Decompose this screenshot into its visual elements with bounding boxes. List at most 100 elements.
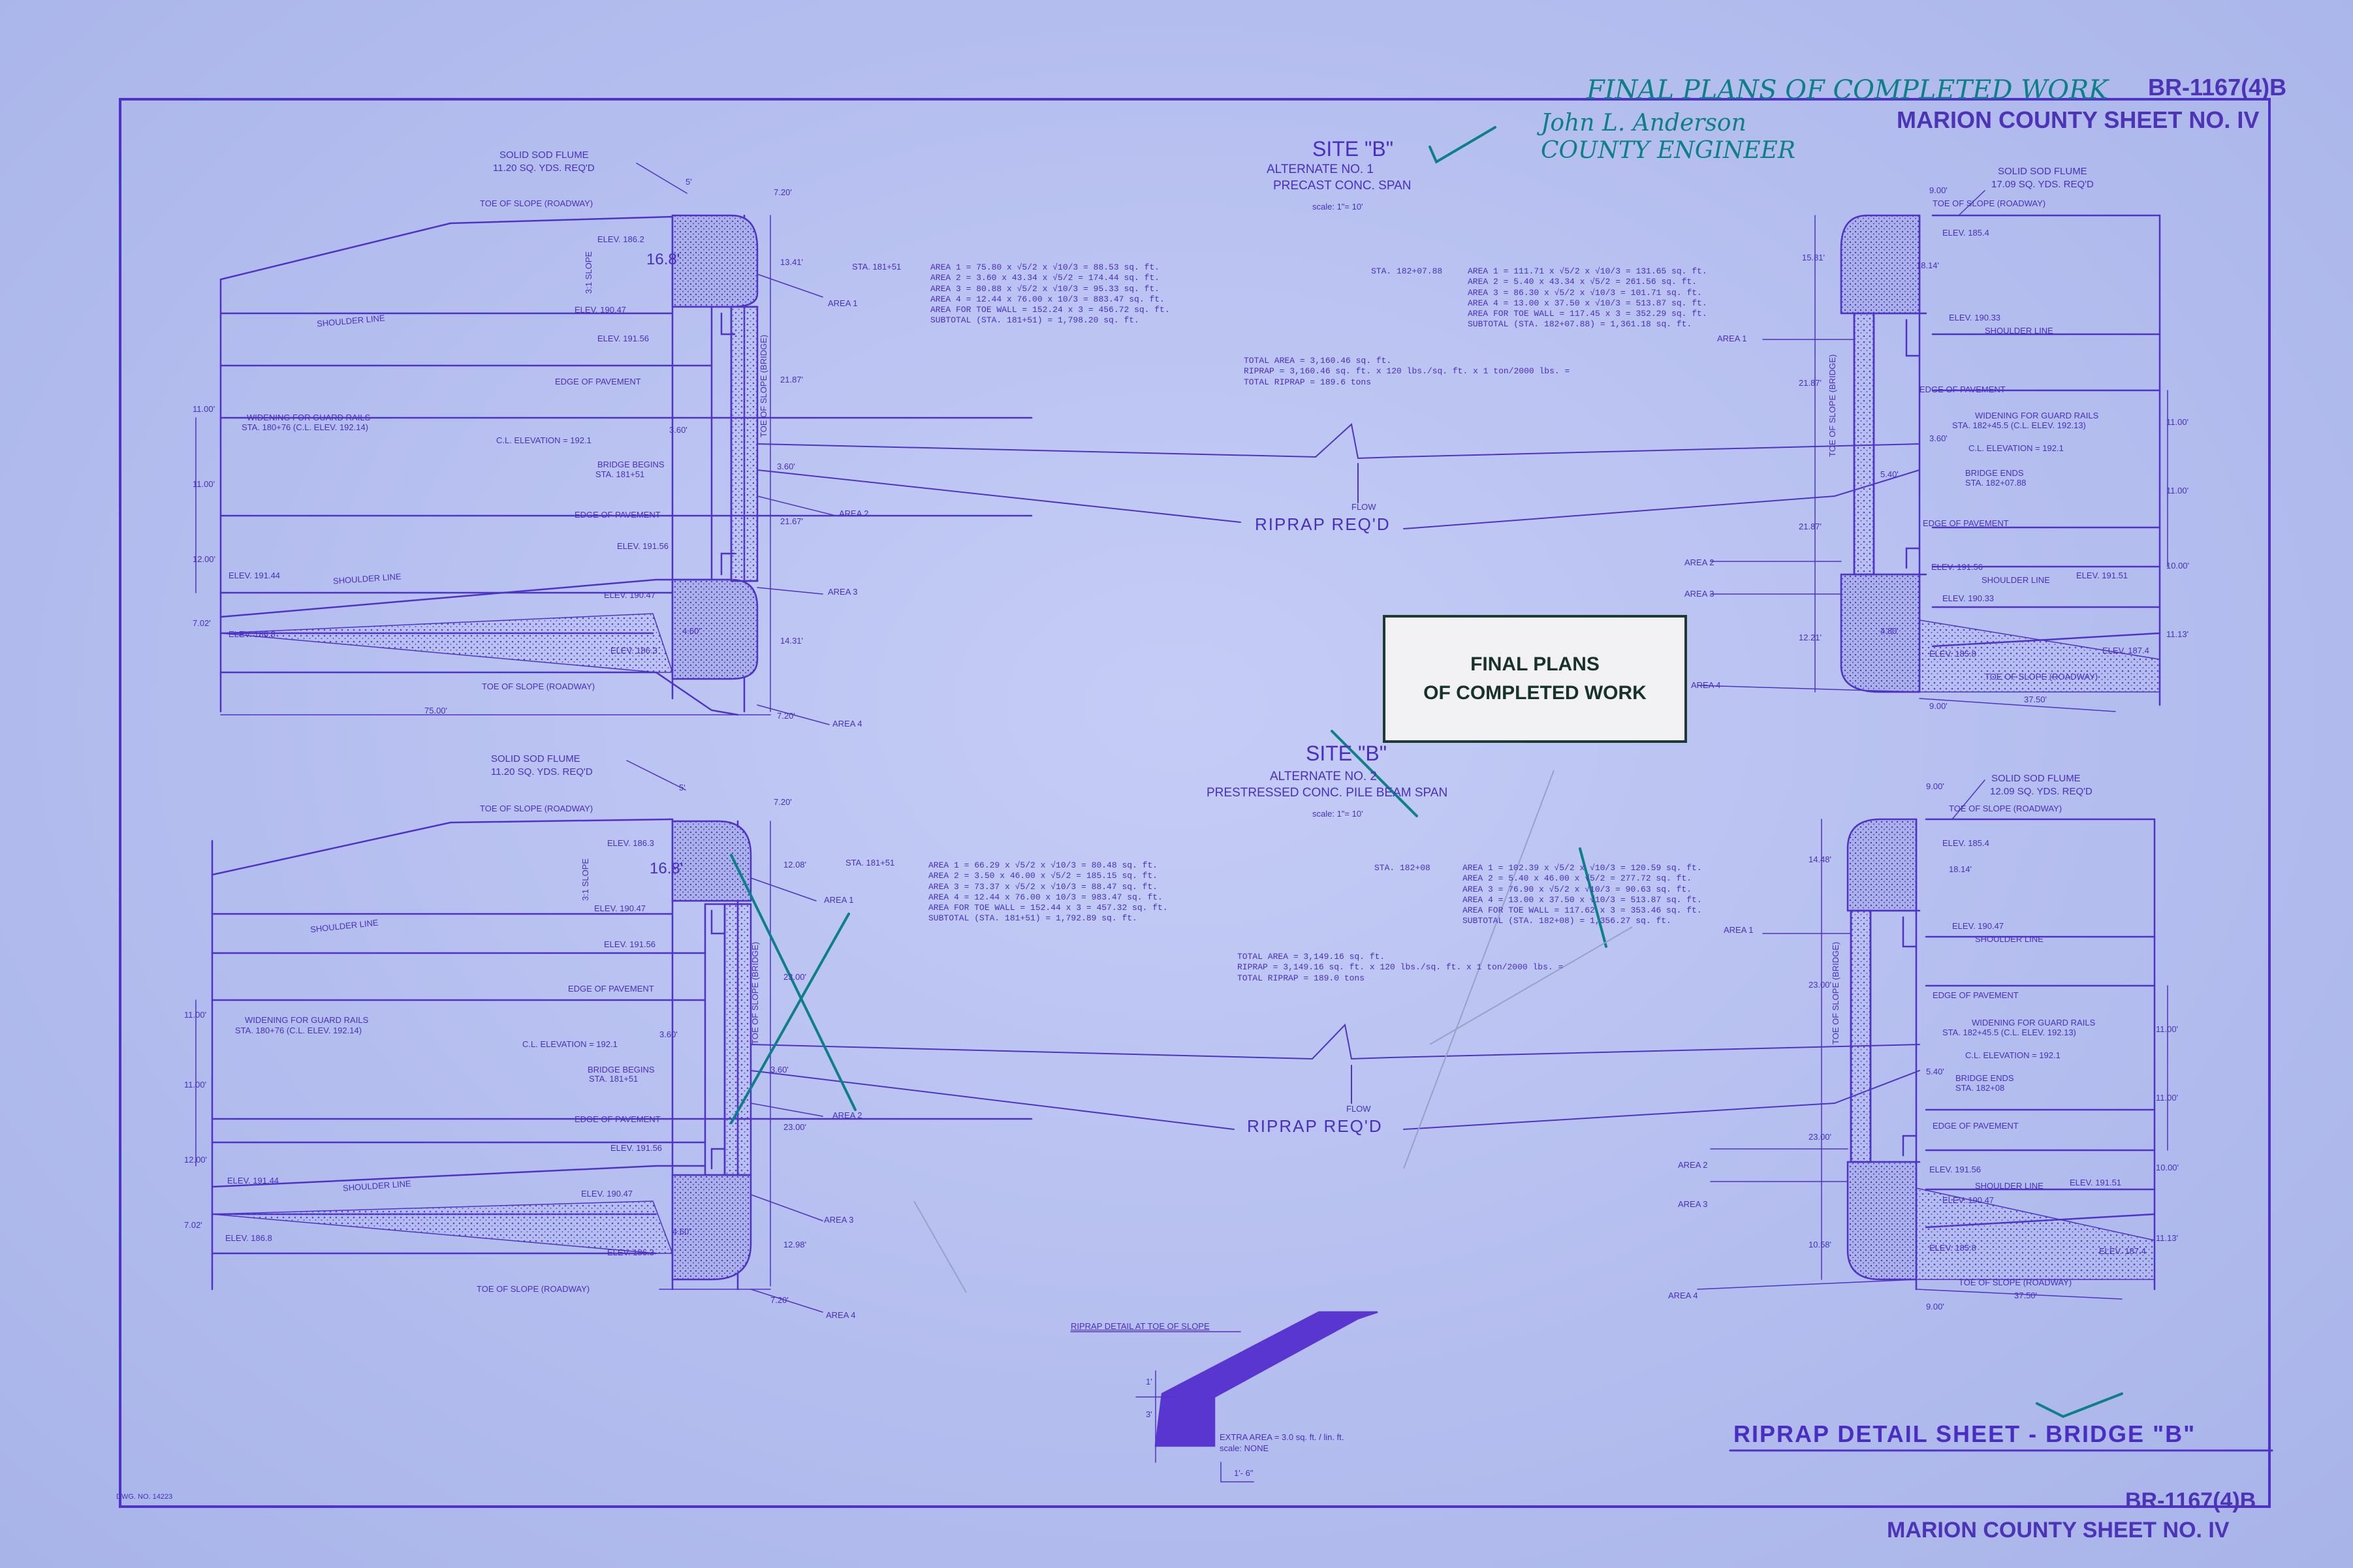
alt1-left-toe-top: TOE OF SLOPE (ROADWAY): [480, 198, 593, 208]
alt2-total-riprap-calc: RIPRAP = 3,149.16 sq. ft. x 120 lbs./sq.…: [1237, 962, 1564, 973]
alt1-right-bridge-ends-sta: STA. 182+07.88: [1965, 478, 2027, 488]
alt1-left-edge-pav-top: EDGE OF PAVEMENT: [555, 377, 641, 386]
alt2-left-dim-360a: 3.60': [659, 1029, 678, 1039]
alt1-right-elev-1858: ELEV. 185.8: [1929, 649, 1976, 659]
alt2-right-dim-1000: 10.00': [2156, 1163, 2179, 1172]
alt1-left-elev-19047: ELEV. 190.47: [575, 305, 627, 315]
alt2-right-dim-1100b: 11.00': [2156, 1093, 2179, 1103]
alt2-left-elev-19144: ELEV. 191.44: [227, 1176, 279, 1185]
alt2-right-bridge-ends-sta: STA. 182+08: [1955, 1083, 2005, 1093]
alt1-calc-right-line5: AREA FOR TOE WALL = 117.45 x 3 = 352.29 …: [1468, 309, 1707, 319]
alt2-left-elev-top: ELEV. 186.3: [607, 838, 654, 848]
alt1-right-flume-qty: 17.09 SQ. YDS. REQ'D: [1991, 179, 2094, 190]
alt1-left-elev-1868: ELEV. 186.8: [229, 629, 276, 639]
alt1-left-dim-720a: 7.20': [774, 187, 792, 197]
alt2-calc-right: AREA 1 = 102.39 x √5/2 x √10/3 = 120.59 …: [1462, 863, 1702, 927]
alt2-left-elev-19156b: ELEV. 191.56: [610, 1143, 663, 1153]
alt2-left-area1: AREA 1: [824, 895, 854, 905]
alt1-left-widening-sta: STA. 180+76 (C.L. ELEV. 192.14): [242, 422, 369, 432]
alt2-left-bridge-begins-sta: STA. 181+51: [589, 1074, 639, 1084]
alt2-right-dim-3750: 37.50': [2014, 1291, 2038, 1300]
alt1-left-dim-720b: 7.20': [777, 711, 795, 721]
alt2-right-dim-1100a: 11.00': [2156, 1024, 2179, 1034]
alt2-right-shoulder: SHOULDER LINE: [1975, 934, 2044, 944]
alt1-right-bridge-ends: BRIDGE ENDS: [1965, 468, 2024, 478]
alt2-right-dim-1448: 14.48': [1808, 855, 1832, 864]
alt1-flow: FLOW: [1351, 502, 1376, 512]
alt2-right-plan: [1697, 779, 2168, 1300]
alt1-right-area3: AREA 3: [1684, 589, 1714, 599]
alt2-right-area2: AREA 2: [1678, 1160, 1708, 1170]
alt2-calc-right-line4: AREA 4 = 13.00 x 37.50 x √10/3 = 513.87 …: [1462, 894, 1702, 905]
alt1-site-title: SITE "B": [1312, 137, 1394, 161]
strike-line-3: [1331, 730, 1418, 817]
alt1-riprap-reqd: RIPRAP REQ'D: [1255, 514, 1391, 534]
detail-dim-1: 1': [1146, 1377, 1152, 1387]
alt1-left-dim-7500: 75.00': [424, 706, 448, 715]
alt2-left-dim-1200: 12.00': [184, 1155, 208, 1165]
alt2-riprap-reqd: RIPRAP REQ'D: [1247, 1116, 1383, 1136]
alt2-right-elev-19047b: ELEV. 190.47: [1942, 1195, 1995, 1205]
alt2-left-dim-702: 7.02': [184, 1220, 202, 1230]
alt2-totals: TOTAL AREA = 3,149.16 sq. ft. RIPRAP = 3…: [1237, 952, 1563, 984]
handwriting-final-plans: FINAL PLANS OF COMPLETED WORK: [1587, 75, 2109, 105]
alt1-right-shoulder: SHOULDER LINE: [1985, 326, 2053, 336]
detail-dim-6: 1'- 6": [1234, 1468, 1254, 1478]
alt1-calc-left-line6: SUBTOTAL (STA. 181+51) = 1,798.20 sq. ft…: [930, 315, 1139, 326]
check-mark-handwritten: [1429, 126, 1496, 164]
alt2-left-flume-qty: 11.20 SQ. YDS. REQ'D: [491, 766, 593, 777]
alt1-right-dim-1100b: 11.00': [2166, 486, 2189, 495]
alt1-right-dim-900a: 9.00': [1929, 185, 1948, 195]
underline-check: [2036, 1392, 2123, 1419]
alt2-site-title: SITE "B": [1306, 742, 1387, 765]
alt1-right-elev-19151: ELEV. 191.51: [2076, 571, 2128, 580]
alt1-left-area4: AREA 4: [832, 719, 862, 729]
alt1-left-dim-16-8: 16.8': [646, 251, 680, 268]
alt1-left-dim-360b: 3.60': [777, 462, 795, 471]
detail-extra-area: EXTRA AREA = 3.0 sq. ft. / lin. ft.: [1220, 1432, 1344, 1442]
alt2-right-bridge-ends: BRIDGE ENDS: [1955, 1073, 2014, 1083]
alt2-left-elev-1868: ELEV. 186.8: [225, 1233, 272, 1243]
alt2-right-elev-top: ELEV. 185.4: [1942, 838, 1989, 848]
alt1-left-dim-2187: 21.87': [780, 375, 804, 384]
alt1-left-dim-702: 7.02': [193, 618, 211, 628]
pencil-line-2: [1429, 926, 1633, 1045]
alt2-right-flume-qty: 12.09 SQ. YDS. REQ'D: [1990, 786, 2092, 797]
alt1-left-toe-wall: TOE OF SLOPE (BRIDGE): [759, 334, 768, 437]
alt1-calc-right-line3: AREA 3 = 86.30 x √5/2 x √10/3 = 101.71 s…: [1468, 287, 1702, 298]
pencil-line-3: [913, 1200, 967, 1293]
alt2-right-elev-19151: ELEV. 191.51: [2070, 1178, 2122, 1187]
alt1-total-riprap-calc: RIPRAP = 3,160.46 sq. ft. x 120 lbs./sq.…: [1244, 366, 1570, 377]
alt1-left-bridge-begins-sta: STA. 181+51: [595, 469, 645, 479]
alt1-right-dim-900b: 9.00': [1929, 701, 1948, 711]
alt1-right-elev-1874: ELEV. 187.4: [2102, 646, 2149, 655]
alt2-left-toe-top: TOE OF SLOPE (ROADWAY): [480, 804, 593, 813]
alt2-calc-left-line2: AREA 2 = 3.50 x 46.00 x √5/2 = 185.15 sq…: [928, 871, 1158, 881]
alt1-calc-right-line2: AREA 2 = 5.40 x 43.34 x √5/2 = 261.56 sq…: [1468, 277, 1698, 287]
alt2-left-elev-1863: ELEV. 186.3: [607, 1247, 654, 1257]
alt2-left-plan: [195, 760, 1920, 1313]
alt1-left-sta: STA. 181+51: [852, 262, 902, 272]
alt2-right-shoulder-bot: SHOULDER LINE: [1975, 1181, 2044, 1191]
sheet-border: [119, 98, 2271, 1508]
alt2-right-area1: AREA 1: [1724, 925, 1754, 935]
alt2-calc-right-line5: AREA FOR TOE WALL = 117.62 x 3 = 353.46 …: [1462, 905, 1702, 915]
alt1-left-toe-bot: TOE OF SLOPE (ROADWAY): [482, 682, 595, 691]
alt2-scale: scale: 1"= 10': [1312, 809, 1363, 819]
alt2-right-edge-pav-bot: EDGE OF PAVEMENT: [1933, 1121, 2019, 1131]
alt2-left-elev-19047b: ELEV. 190.47: [581, 1189, 633, 1199]
alt2-left-dim-460: 4.60': [672, 1227, 691, 1236]
alt2-left-flume: SOLID SOD FLUME: [491, 753, 580, 764]
alt1-left-area3: AREA 3: [828, 587, 858, 597]
alt2-left-dim-720a: 7.20': [774, 797, 792, 807]
alt2-right-widening-sta: STA. 182+45.5 (C.L. ELEV. 192.13): [1942, 1027, 2076, 1037]
alt1-calc-left-line5: AREA FOR TOE WALL = 152.24 x 3 = 456.72 …: [930, 305, 1170, 315]
alt1-left-edge-pav-bot: EDGE OF PAVEMENT: [575, 510, 661, 520]
alt1-right-elev-19033: ELEV. 190.33: [1949, 313, 2001, 322]
alt2-right-elev-19047: ELEV. 190.47: [1952, 921, 2004, 931]
alt2-left-area2: AREA 2: [832, 1110, 862, 1120]
alt2-left-dim-1208: 12.08': [783, 860, 807, 870]
alt1-left-dim-1431: 14.31': [780, 636, 804, 646]
alt2-right-elev-19156: ELEV. 191.56: [1929, 1165, 1982, 1174]
alt1-right-dim-1113: 11.13': [2166, 629, 2189, 639]
